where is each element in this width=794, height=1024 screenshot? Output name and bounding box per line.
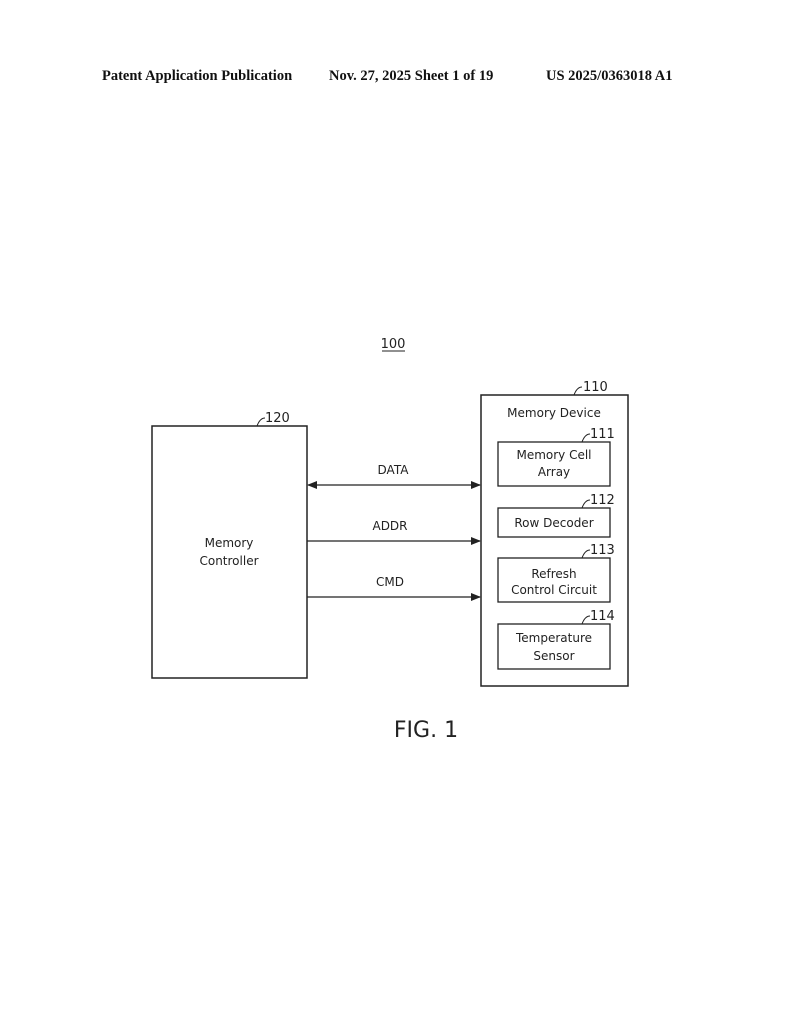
device-label: Memory Device [507,406,601,420]
device-ref-leader [573,386,583,396]
memory-controller-box [151,425,308,679]
block-label-line2: Sensor [533,649,574,663]
block-label-line1: Memory Cell [516,448,591,462]
memory-cell-array-block: 111 Memory Cell Array [497,427,615,487]
controller-label-line2: Controller [199,554,258,568]
block-ref: 114 [590,609,615,624]
patent-number: US 2025/0363018 A1 [546,68,673,84]
cmd-signal-label: CMD [376,575,404,589]
refresh-control-circuit-block: 113 Refresh Control Circuit [497,543,615,603]
block-label-line2: Array [538,465,570,479]
controller-ref-leader [256,417,266,427]
figure-caption: FIG. 1 [394,718,458,743]
block-ref: 112 [590,493,615,508]
data-signal-label: DATA [378,463,410,477]
row-decoder-block: 112 Row Decoder [497,493,615,538]
block-label-line1: Temperature [515,631,592,645]
date-sheet: Nov. 27, 2025 Sheet 1 of 19 [329,68,494,84]
block-ref: 113 [590,543,615,558]
temperature-sensor-block: 114 Temperature Sensor [497,609,615,670]
controller-label-line1: Memory [205,536,254,550]
publication-title: Patent Application Publication [102,68,293,84]
memory-device-box [480,394,629,687]
block-label-line1: Refresh [531,567,576,581]
system-ref: 100 [381,337,406,352]
block-label-line2: Control Circuit [511,583,597,597]
block-label-line1: Row Decoder [514,516,593,530]
device-ref: 110 [583,380,608,395]
block-ref: 111 [590,427,615,442]
controller-ref: 120 [265,411,290,426]
addr-signal-label: ADDR [372,519,407,533]
